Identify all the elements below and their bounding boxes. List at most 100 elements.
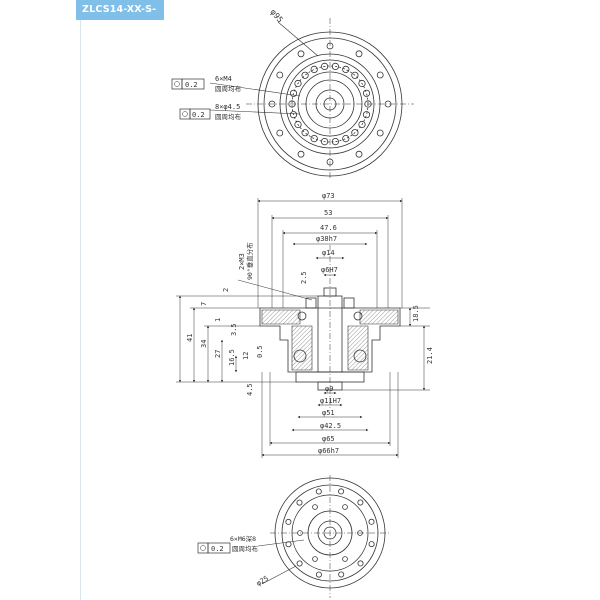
bottom-outer: [274, 477, 386, 589]
bearing-ball: [289, 111, 298, 119]
dim-12: 12: [242, 352, 250, 360]
dim-phi14: φ14: [322, 249, 335, 257]
dim-3-5: 3.5: [230, 323, 238, 336]
bottom-callout-spec: 6×M6深8: [230, 534, 256, 543]
bearing-ball: [320, 138, 329, 146]
top-bearing-inner: [297, 71, 363, 137]
bolt-hole: [376, 129, 384, 137]
top-callout-1-note: 圆周均布: [215, 84, 242, 93]
bearing-ball: [331, 62, 339, 71]
top-callout-2-spec: 8×φ4.5: [215, 103, 240, 111]
section-dimension-lines: [176, 198, 430, 458]
dim-phi66h7: φ66h7: [318, 447, 339, 455]
top-bearing-balls: [288, 62, 372, 146]
dim-phi42-5: φ42.5: [320, 422, 341, 430]
top-view: [209, 18, 414, 180]
bearing-ball: [358, 79, 366, 88]
top-callout-1-tol: 0.2: [185, 81, 198, 89]
dim-phi65: φ65: [322, 435, 335, 443]
bolt-hole: [357, 560, 364, 567]
dim-2-5: 2.5: [300, 271, 308, 284]
dim-phi11h7: φ11H7: [320, 397, 341, 405]
bolt-hole: [296, 560, 303, 567]
bottom-callout-tol: 0.2: [211, 545, 224, 553]
threaded-hole: [312, 504, 318, 510]
top-hub: [305, 79, 355, 129]
bearing-ball: [351, 71, 359, 79]
bearing-ball: [294, 120, 302, 129]
dim-16-5: 16.5: [228, 349, 236, 366]
bolt-hole: [357, 499, 364, 506]
dim-34: 34: [200, 340, 208, 348]
bottom-callout-note: 圆周均布: [232, 544, 259, 553]
model-code-tab: ZLCS14-XX-S-X-Ⅱ: [76, 0, 164, 35]
position-tolerance-symbol: [179, 108, 191, 120]
dim-4-5: 4.5: [246, 383, 254, 396]
bottom-flange: [291, 494, 369, 572]
position-icon: [200, 545, 206, 551]
top-bearing-ring: [285, 59, 375, 149]
housing-left-hatch: [261, 309, 301, 325]
screw-right: [343, 297, 355, 309]
threaded-hole: [342, 504, 348, 510]
dim-2: 2: [222, 288, 230, 292]
bolt-hole: [326, 158, 334, 166]
dim-1: 1: [214, 318, 222, 322]
top-callout-2-tol: 0.2: [192, 111, 205, 119]
shaft-top: [323, 287, 337, 297]
top-callout-1: 0.2 6×M4 圆周均布: [171, 75, 242, 93]
dim-18-5: 18.5: [412, 305, 420, 322]
bottom-view: [257, 475, 390, 598]
bolt-hole: [297, 150, 305, 158]
bolt-hole: [297, 50, 305, 58]
bolt-hole: [315, 571, 322, 578]
bolt-hole: [368, 541, 375, 548]
position-tolerance-symbol: [197, 542, 209, 554]
bearing-ball-right: [353, 311, 363, 321]
threaded-hole: [342, 556, 348, 562]
bearing-ball: [362, 111, 371, 119]
side-note-2xm3: 2×M3: [238, 253, 246, 270]
top-bore: [315, 89, 345, 119]
housing-right-hatch: [359, 309, 399, 325]
dim-21-4: 21.4: [426, 347, 434, 364]
output-boss: [317, 381, 343, 391]
dim-7: 7: [200, 302, 208, 306]
bolt-hole: [285, 541, 292, 548]
bearing-ball: [288, 100, 296, 108]
bottom-boss: [317, 520, 343, 546]
bearing-ball: [310, 65, 318, 74]
bearing-roller-left: [293, 349, 307, 363]
top-dia-leader: [277, 21, 319, 57]
threaded-hole: [297, 530, 303, 536]
dim-phi38h7: φ38h7: [316, 235, 337, 243]
top-center-bore: [323, 97, 337, 111]
bearing-ball: [364, 100, 372, 108]
inner-right-hatch: [347, 325, 369, 371]
threaded-hole: [312, 556, 318, 562]
position-icon: [182, 111, 188, 117]
inner-left-hatch: [291, 325, 313, 371]
side-note-leader: [237, 279, 313, 301]
top-callout-1-spec: 6×M4: [215, 75, 232, 83]
dim-phi73: φ73: [322, 192, 335, 200]
bottom-bore: [323, 526, 337, 540]
bolt-hole: [276, 129, 284, 137]
bolt-hole: [268, 100, 276, 108]
bearing-roller-right: [353, 349, 367, 363]
bearing-ball: [301, 71, 309, 79]
top-callout-2-leader: [209, 109, 301, 115]
dim-0-5: 0.5: [256, 345, 264, 358]
bolt-hole: [338, 488, 345, 495]
bearing-ball: [331, 138, 339, 146]
bearing-ball-left: [297, 311, 307, 321]
bearing-ball: [358, 120, 366, 129]
dim-41: 41: [186, 334, 194, 342]
bottom-inner-holes: [297, 504, 363, 562]
top-callout-1-leader: [209, 82, 301, 97]
dim-phi6h7: φ6H7: [321, 266, 338, 274]
bearing-ball: [342, 135, 350, 143]
bottom-hub: [307, 510, 353, 556]
